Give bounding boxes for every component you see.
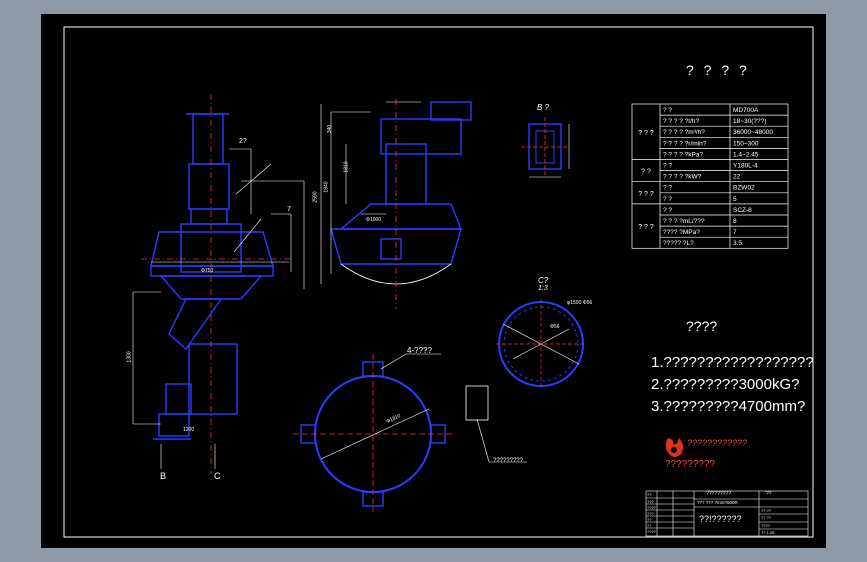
title-block-right: ?? 1:25 <box>761 530 775 535</box>
spec-value: 150~300 <box>733 140 759 147</box>
dim-text: 2590 <box>312 191 319 203</box>
section-b-dims <box>529 124 570 178</box>
dim-text: 1840 <box>323 181 330 193</box>
arrow-b-label: B <box>160 471 167 481</box>
front-dims <box>132 104 322 469</box>
company-logo <box>665 438 684 457</box>
spec-label: ? ? <box>663 185 672 192</box>
title-block-row: ??? <box>647 499 654 504</box>
title-block-row: ???? <box>647 529 656 534</box>
spec-group-label: ? ? <box>641 169 651 176</box>
spec-group-label: ? ? ? <box>638 130 654 137</box>
title-block-row: ?? <box>647 492 652 497</box>
title-block-row: ?? <box>647 517 652 522</box>
spec-label: ???? ?MPa? <box>663 229 700 236</box>
arrow-c-label: C <box>214 471 221 481</box>
drawing-title: ? ? ? ? <box>686 62 750 78</box>
section-b-centerlines <box>521 117 569 176</box>
spec-value: 22 <box>733 174 741 181</box>
title-block-right: ?? ?? <box>761 515 772 520</box>
spec-group-label: ? ? ? <box>638 191 654 198</box>
spec-label: ? ? ? ? ?kW? <box>663 174 702 181</box>
spec-value: 7 <box>733 229 737 236</box>
spec-label: ????? ?L? <box>663 240 694 247</box>
dim-text: Φ1000 <box>366 217 382 223</box>
drawing-sheet: ? ? ?? ?? ? ?? ? ?? ?MD700A? ? ? ? ?t/h?… <box>41 14 826 548</box>
spec-label: ? ? ? ? ?m³/h? <box>663 129 705 136</box>
logo-text-bottom: ????????? <box>665 459 716 470</box>
note-1: 1.?????????????????? <box>651 354 814 371</box>
spec-label: ? ? <box>663 207 672 214</box>
hole-label: 4-???? <box>407 346 432 355</box>
spec-label: ? ? ? ? ?r/min? <box>663 140 707 147</box>
spec-value: 8 <box>733 218 737 225</box>
spec-label: ? ? <box>663 196 672 203</box>
dim-text: φ1500 Φ56 <box>567 300 593 306</box>
front-centerlines <box>141 94 291 474</box>
spec-value: MD700A <box>733 107 759 114</box>
title-block <box>645 490 809 537</box>
note-3: 3.?????????4700mm? <box>651 398 806 415</box>
section-b-label: B ? <box>537 103 550 112</box>
spec-value: BZW02 <box>733 185 755 192</box>
title-block-name: ????????? <box>706 491 732 497</box>
title-block-right: ?? ?? <box>761 508 772 513</box>
title-block-big: ??!?????? <box>699 514 742 524</box>
title-block-right: ???? <box>761 523 770 528</box>
dim-2q: 2? <box>239 138 247 145</box>
spec-label: ? ? ? ? ?t/h? <box>663 118 700 125</box>
title-block-row: ??? <box>647 511 654 516</box>
spec-value: 3.5 <box>733 240 742 247</box>
dim-text: 1810 <box>343 161 350 173</box>
spec-value: 5 <box>733 196 737 203</box>
title-block-row: ?? <box>647 523 652 528</box>
spec-value: 36000~48000 <box>733 129 773 136</box>
spec-group-label: ? ? ? <box>638 224 654 231</box>
plan-view <box>293 353 527 512</box>
inner-frame <box>63 26 814 538</box>
side-view <box>330 101 472 285</box>
note-2: 2.?????????3000kG? <box>651 376 800 393</box>
section-c-label: C? <box>538 276 549 285</box>
dim-text: Φ750 <box>201 268 214 274</box>
spec-value: SCZ-8 <box>733 207 752 214</box>
front-view <box>150 113 274 440</box>
spec-value: 18~30(???) <box>733 118 766 125</box>
leader-label: ????????? <box>493 458 524 464</box>
spec-label: ? ? ? ? ?kPa? <box>663 151 703 158</box>
dim-text: 340 <box>327 124 334 134</box>
drawing-canvas: ? ? ?? ?? ? ?? ? ?? ?MD700A? ? ? ? ?t/h?… <box>63 26 814 538</box>
spec-table: ? ? ? ? ? ? ? ? ? ? ? ? ? MD700A ? ? ? ? ?t/h?… <box>631 103 789 249</box>
title-block-scale: ??? ??? ?mm?600R <box>697 500 738 505</box>
spec-label: ? ? <box>663 107 672 114</box>
logo-text-top: ???????????? <box>687 438 748 448</box>
dim-text: 1200 <box>183 427 195 433</box>
spec-label: ? ? ? ?mL/??? <box>663 218 705 225</box>
spec-label: ? ? <box>663 163 672 170</box>
dim-text: Φ56 <box>550 324 560 330</box>
notes-title: ???? <box>686 318 718 334</box>
title-block-no: ?? <box>766 491 772 497</box>
spec-value: Y180L-4 <box>733 163 758 170</box>
side-dims <box>330 101 421 274</box>
spec-value: 1.4~2.45 <box>733 151 759 158</box>
section-c <box>496 299 586 389</box>
dim-7: 7 <box>287 206 291 213</box>
title-block-row: ???? <box>647 505 656 510</box>
dim-text: 1300 <box>126 351 133 363</box>
section-c-scale: 1:3 <box>538 285 548 292</box>
